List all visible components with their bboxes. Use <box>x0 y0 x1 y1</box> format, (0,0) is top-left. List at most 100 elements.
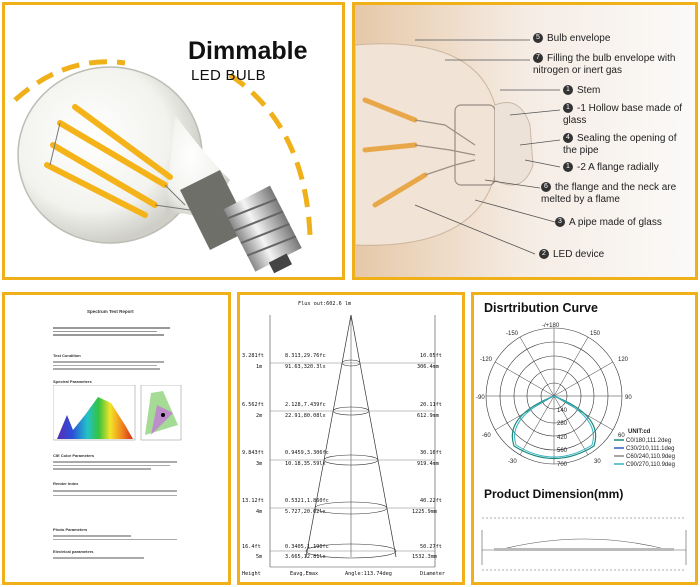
flux-row-4-e2: 5.727,20.02lx <box>285 509 326 515</box>
angle-label-60: 60 <box>618 433 625 439</box>
flux-row-5-m: 5m <box>256 554 263 560</box>
radial-label-140: 140 <box>557 408 568 414</box>
label-flange-radially: 1-2 A flange radially <box>563 162 659 174</box>
legend-c90: C90/270,110.9deg <box>626 462 675 468</box>
angle-label-neg120: -120 <box>480 357 493 363</box>
report-spectral-params: Spectral Parameters <box>53 379 92 384</box>
flux-row-3-m: 3m <box>256 461 263 467</box>
flux-row-1-d1: 10.05ft <box>420 353 442 359</box>
flux-header: Flux out:602.6 lm <box>298 301 352 307</box>
flux-row-3-d2: 919.4mm <box>417 461 439 467</box>
polar-spoke <box>519 395 555 456</box>
report-test-condition: Test Condition <box>53 353 81 358</box>
radial-label-700: 700 <box>557 462 568 468</box>
panel-flux-cone: Flux out:602.6 lm 3.281ft 1m 8.313,29.76… <box>237 292 465 585</box>
report-photo-lines <box>53 533 183 542</box>
report-cie-lines <box>53 459 183 472</box>
legend-c30: C30/210,111.1deg <box>626 446 675 452</box>
flux-row-4-d2: 1225.9mm <box>412 509 437 515</box>
flux-row-1-m: 1m <box>256 364 263 370</box>
flux-row-2-e1: 2.128,7.439fc <box>285 402 326 408</box>
report-info-block <box>53 325 183 345</box>
panel-spectrum-report: Spectrum Test Report Test Condition Spec… <box>2 292 231 585</box>
flux-footer-height: Height <box>242 571 261 577</box>
label-hollow-base: 1-1 Hollow base made of glass <box>563 103 683 126</box>
flux-row-2-m: 2m <box>256 413 263 419</box>
product-dimension-drawing <box>481 517 687 571</box>
flux-row-2-ft: 6.562ft <box>242 402 264 408</box>
angle-label-90: 90 <box>625 395 632 401</box>
angle-label-neg60: -60 <box>482 433 491 439</box>
legend-c60: C60/240,110.9deg <box>626 454 675 460</box>
panel-dimmable-bulb: Dimmable LED BULB <box>2 2 345 280</box>
flux-row-3-ft: 9.843ft <box>242 450 264 456</box>
angle-label-150: 150 <box>590 331 601 337</box>
angle-label-180: -/+180 <box>542 323 560 329</box>
angle-label-neg30: -30 <box>508 459 517 465</box>
angle-label-30: 30 <box>594 459 601 465</box>
polar-distribution-chart: -/+180 -150 150 -120 120 -90 90 -60 60 -… <box>476 323 675 468</box>
flux-row-1-e2: 91.63,320.3lx <box>285 364 326 370</box>
polar-spoke <box>553 336 589 397</box>
polar-spoke <box>519 336 555 397</box>
flux-row-4-ft: 13.12ft <box>242 498 264 504</box>
bulb-illustration <box>13 59 313 274</box>
flux-row-5-e2: 3.665,12.81lx <box>285 554 326 560</box>
flux-row-4-m: 4m <box>256 509 263 515</box>
angle-label-120: 120 <box>618 357 629 363</box>
polar-spoke <box>553 395 589 456</box>
report-title: Spectrum Test Report <box>87 309 134 314</box>
report-condition-lines <box>53 359 183 372</box>
report-photo-params: Photo Parameters <box>53 527 88 532</box>
illuminance-cone-diagram <box>269 314 436 568</box>
radial-label-560: 560 <box>557 448 568 454</box>
report-cie-params: CIE Color Parameters <box>53 453 95 458</box>
flux-row-3-d1: 30.16ft <box>420 450 442 456</box>
bulb-subtitle: LED BULB <box>191 67 266 84</box>
curve-c90 <box>514 395 594 458</box>
flux-row-1-e1: 8.313,29.76fc <box>285 353 326 359</box>
flux-row-3-e2: 10.18,35.59lx <box>285 461 326 467</box>
flux-row-5-ft: 16.4ft <box>242 544 261 550</box>
report-electrical-params: Electrical parameters <box>53 549 94 554</box>
polar-spoke <box>553 361 614 397</box>
report-render-index: Render Index <box>53 481 79 486</box>
flux-row-2-d1: 20.11ft <box>420 402 442 408</box>
flux-row-5-d1: 50.27ft <box>420 544 442 550</box>
flux-row-2-d2: 612.9mm <box>417 413 439 419</box>
curve-c0 <box>511 395 597 460</box>
flux-row-4-e1: 0.5321,1.860fc <box>285 498 329 504</box>
flux-footer-eavg: Eavg,Emax <box>290 571 319 577</box>
report-render-lines <box>53 487 183 499</box>
unit-label: UNIT:cd <box>628 429 651 435</box>
angle-label-neg150: -150 <box>506 331 519 337</box>
flux-row-1-ft: 3.281ft <box>242 353 264 359</box>
distribution-title: Disrtribution Curve <box>484 301 598 315</box>
polar-spoke <box>494 361 555 397</box>
flux-row-1-d2: 306.4mm <box>417 364 439 370</box>
flux-row-3-e1: 0.9459,3.306fc <box>285 450 329 456</box>
bulb-closeup-photo <box>355 5 695 277</box>
flux-footer-angle: Angle:113.74deg <box>345 571 392 577</box>
report-electrical-lines <box>53 555 183 561</box>
radial-label-280: 280 <box>557 421 568 427</box>
flux-row-2-e2: 22.91,80.08lx <box>285 413 326 419</box>
panel-distribution: Disrtribution Curve -/+180 -150 150 -120… <box>471 292 698 585</box>
dimension-title: Product Dimension(mm) <box>484 487 624 501</box>
angle-label-neg90: -90 <box>476 395 485 401</box>
radial-label-420: 420 <box>557 435 568 441</box>
flux-row-5-e1: 0.3405,1.190fc <box>285 544 329 550</box>
bulb-title: Dimmable <box>188 37 308 65</box>
spectrum-graph <box>53 385 182 441</box>
flux-row-4-d1: 40.22ft <box>420 498 442 504</box>
flux-footer-diameter: Diameter <box>420 571 445 577</box>
legend: C0/180,111.2deg C30/210,111.1deg C60/240… <box>614 438 675 468</box>
